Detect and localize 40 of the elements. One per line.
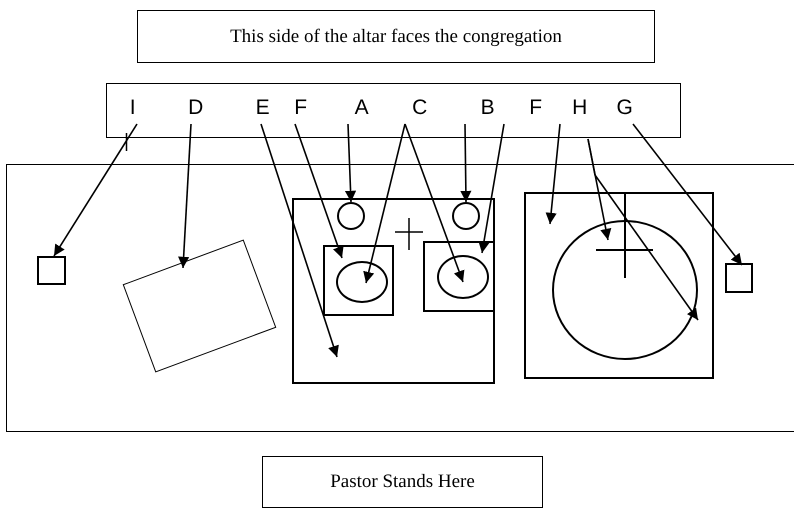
leader-arrow [260, 124, 339, 358]
callout-letter: A [354, 96, 369, 120]
callout-letter: I [130, 96, 136, 120]
callout-letter: E [256, 96, 270, 120]
leader-arrow [53, 124, 138, 256]
leader-arrow [587, 138, 612, 240]
heading-text: Pastor Stands Here [330, 471, 475, 493]
callout-letter: D [188, 96, 204, 120]
leader-arrow [546, 124, 561, 224]
leader-arrow [344, 124, 356, 202]
oval-outline [436, 254, 489, 299]
circle-outline [336, 202, 365, 230]
outline-box [524, 192, 714, 379]
circle-outline [452, 202, 480, 230]
outline-box [724, 262, 753, 293]
leader-arrow [460, 124, 472, 202]
callout-letter: B [480, 96, 495, 120]
callout-letter: H [572, 96, 588, 120]
outline-box [122, 239, 277, 372]
outline-box [292, 198, 495, 384]
letter-panel [106, 83, 681, 138]
callout-letter: C [412, 96, 428, 120]
leader-arrow [178, 124, 192, 268]
leader-arrow [294, 124, 344, 258]
oval-outline [336, 260, 388, 303]
outline-box [422, 240, 495, 312]
callout-letter: F [294, 96, 308, 120]
leader-arrow [587, 138, 699, 320]
callout-letter: F [529, 96, 542, 120]
callout-letter: G [616, 96, 633, 120]
outline-box [36, 256, 66, 285]
leader-arrow [404, 124, 464, 282]
outline-box [322, 244, 394, 316]
leader-arrow [363, 124, 406, 284]
circle-outline [552, 220, 698, 360]
cross-mark [596, 192, 653, 278]
leader-arrow [478, 124, 505, 254]
altar-table [6, 164, 794, 432]
leader-arrow [632, 124, 743, 266]
heading-text: This side of the altar faces the congregation [230, 26, 562, 48]
